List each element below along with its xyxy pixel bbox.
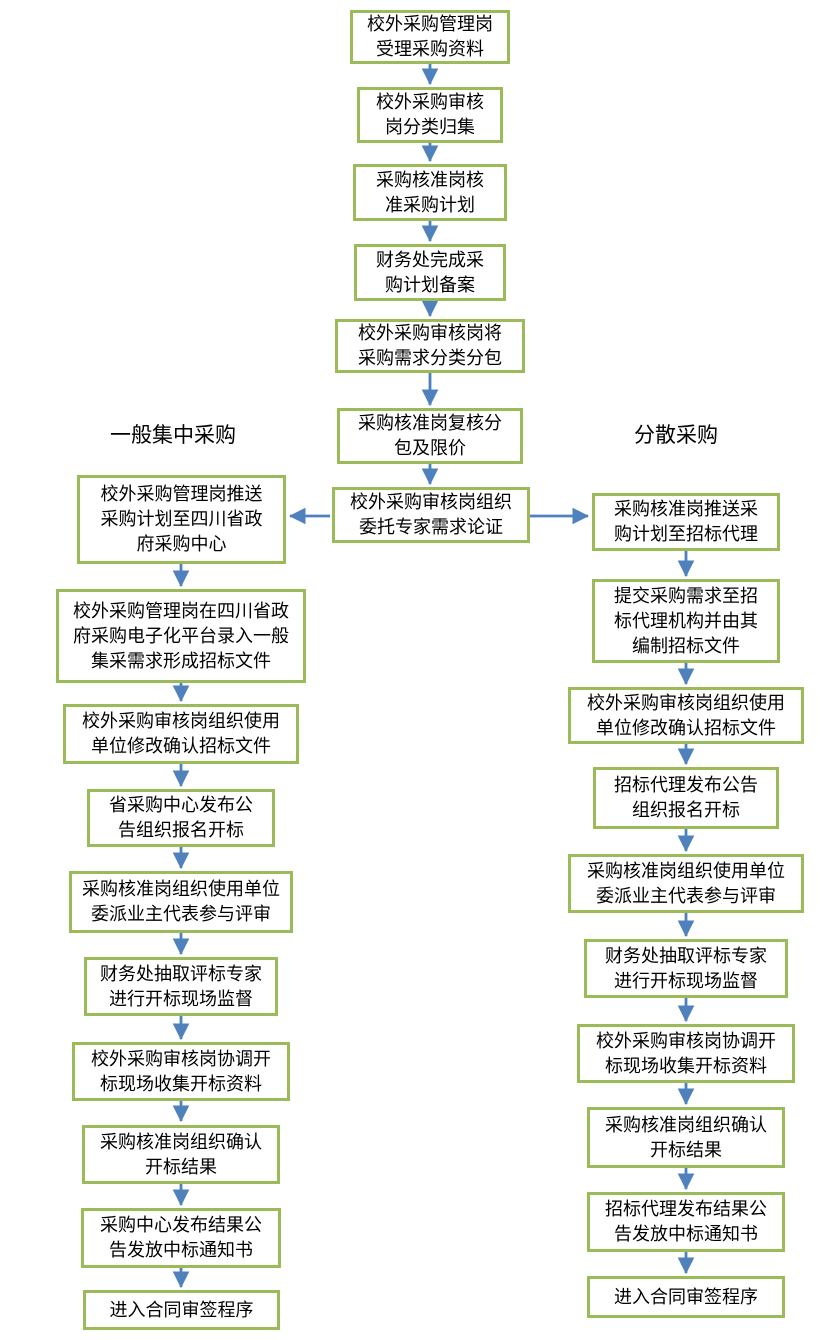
flow-node-left-5: 采购核准岗组织使用单位 委派业主代表参与评审 — [69, 871, 293, 933]
flow-node-left-10: 进入合同审签程序 — [83, 1290, 280, 1330]
flow-node-right-9: 招标代理发布结果公 告发放中标通知书 — [587, 1192, 785, 1252]
flow-node-right-3: 校外采购审核岗组织使用 单位修改确认招标文件 — [568, 687, 804, 744]
flow-node-right-4: 招标代理发布公告 组织报名开标 — [593, 767, 779, 829]
right-branch-title: 分散采购 — [634, 423, 718, 447]
flow-node-right-7: 校外采购审核岗协调开 标现场收集开标资料 — [577, 1024, 795, 1083]
flow-node-center-7: 校外采购审核岗组织 委托专家需求论证 — [332, 487, 530, 543]
flow-node-right-1: 采购核准岗推送采 购计划至招标代理 — [592, 493, 780, 551]
flow-node-left-9: 采购中心发布结果公 告发放中标通知书 — [81, 1208, 281, 1268]
flow-node-center-3: 采购核准岗核 准采购计划 — [353, 164, 507, 221]
flow-node-center-1: 校外采购管理岗 受理采购资料 — [350, 10, 510, 64]
flow-node-left-8: 采购核准岗组织确认 开标结果 — [82, 1125, 280, 1184]
flow-node-left-2: 校外采购管理岗在四川省政 府采购电子化平台录入一般 集采需求形成招标文件 — [56, 589, 306, 683]
flow-node-right-10: 进入合同审签程序 — [587, 1276, 785, 1318]
flow-node-right-6: 财务处抽取评标专家 进行开标现场监督 — [584, 939, 788, 998]
flow-node-left-1: 校外采购管理岗推送 采购计划至四川省政 府采购中心 — [77, 475, 286, 564]
flow-node-center-6: 采购核准岗复核分 包及限价 — [337, 408, 523, 464]
flow-node-left-6: 财务处抽取评标专家 进行开标现场监督 — [84, 957, 278, 1016]
flow-node-right-8: 采购核准岗组织确认 开标结果 — [587, 1107, 785, 1168]
flow-node-center-5: 校外采购审核岗将 采购需求分类分包 — [335, 319, 525, 373]
flow-node-center-4: 财务处完成采 购计划备案 — [354, 244, 506, 301]
flow-node-right-2: 提交采购需求至招 标代理机构并由其 编制招标文件 — [592, 579, 780, 663]
flow-node-left-3: 校外采购审核岗组织使用 单位修改确认招标文件 — [63, 704, 299, 764]
flow-node-center-2: 校外采购审核 岗分类归集 — [357, 87, 503, 143]
flow-node-right-5: 采购核准岗组织使用单位 委派业主代表参与评审 — [568, 854, 804, 913]
flow-node-left-4: 省采购中心发布公 告组织报名开标 — [87, 789, 275, 847]
flow-node-left-7: 校外采购审核岗协调开 标现场收集开标资料 — [72, 1042, 290, 1101]
left-branch-title: 一般集中采购 — [110, 423, 236, 447]
